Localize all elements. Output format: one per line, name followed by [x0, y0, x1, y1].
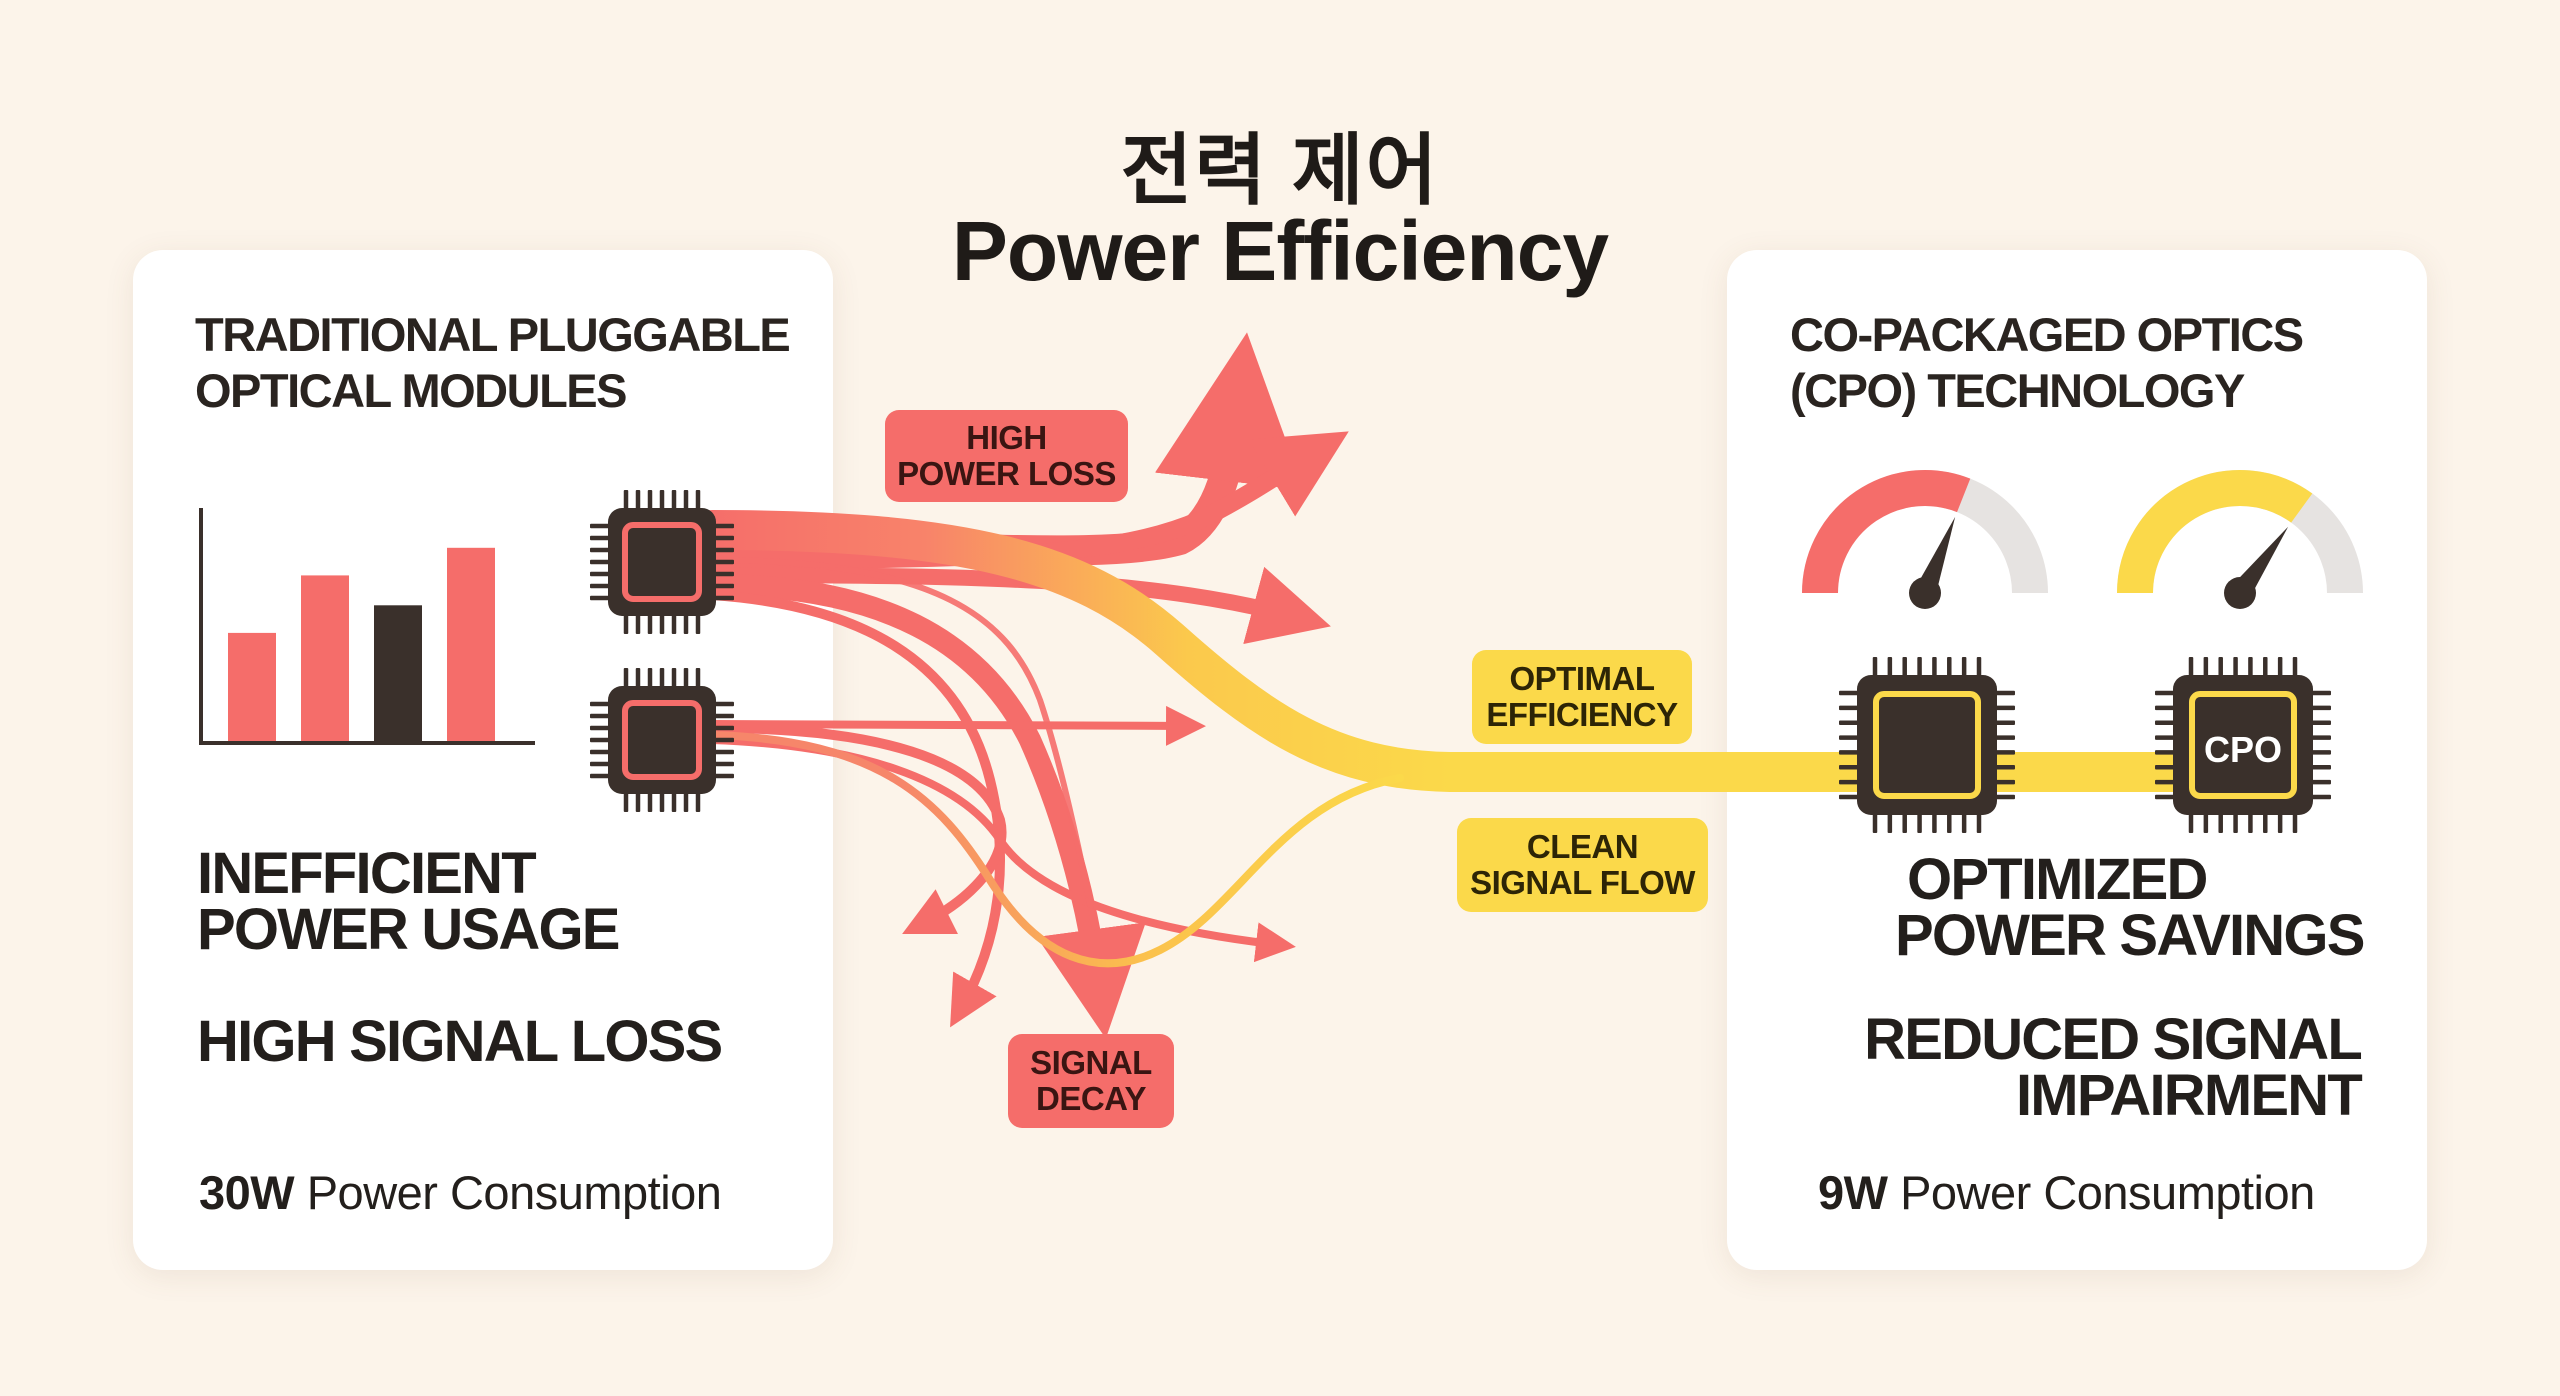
left-status-line2: POWER USAGE — [197, 897, 620, 962]
loss-stream-straight — [708, 705, 1206, 746]
high-power-loss-line2: POWER LOSS — [897, 455, 1116, 492]
right-power-value: 9W — [1818, 1166, 1888, 1219]
pluggable-chip-lower — [590, 668, 734, 812]
red-gauge — [1802, 470, 2048, 609]
left-power-label: Power Consumption — [306, 1166, 722, 1219]
chart-bar-1 — [228, 632, 276, 741]
traditional-modules-card — [133, 250, 833, 1270]
right-status-line2: POWER SAVINGS — [1895, 903, 2365, 968]
cpo-chip-label: CPO — [2204, 729, 2282, 770]
left-heading: TRADITIONAL PLUGGABLE OPTICAL MODULES — [195, 307, 791, 419]
clean-signal-stream — [708, 731, 1404, 968]
clean-line1: CLEAN — [1526, 828, 1639, 865]
loss-stream-decay — [701, 574, 1146, 1039]
right-heading: CO-PACKAGED OPTICS (CPO) TECHNOLOGY — [1790, 307, 2304, 419]
left-power-consumption: 30W Power Consumption — [199, 1165, 722, 1220]
right-power-label: Power Consumption — [1900, 1166, 2315, 1219]
clean-signal-flow-tag: CLEAN SIGNAL FLOW — [1457, 818, 1708, 912]
right-heading-line2: (CPO) TECHNOLOGY — [1790, 364, 2245, 417]
signal-decay-line2: DECAY — [1036, 1080, 1147, 1117]
efficient-main-stream — [692, 510, 2200, 792]
right-impairment: REDUCED SIGNAL IMPAIRMENT — [1864, 1007, 2363, 1128]
cpo-optics-chip — [2155, 657, 2331, 833]
high-power-loss-line1: HIGH — [966, 419, 1047, 456]
title-korean: 전력 제어 — [1120, 126, 1440, 214]
chart-bar-2 — [301, 575, 349, 741]
loss-stream-thin — [711, 557, 1098, 931]
loss-stream-down-left — [707, 590, 1005, 1028]
loss-stream-upper-right — [703, 431, 1349, 569]
cpo-processor-chip — [1839, 657, 2015, 833]
loss-stream-lower-left — [707, 723, 1007, 934]
optimal-line1: OPTIMAL — [1509, 660, 1655, 697]
left-status-line1: INEFFICIENT — [197, 841, 537, 906]
left-status: INEFFICIENT POWER USAGE — [197, 841, 620, 962]
title-english: Power Efficiency — [951, 204, 1609, 298]
signal-decay-line1: SIGNAL — [1030, 1044, 1152, 1081]
chart-bar-3 — [374, 605, 422, 741]
optimal-line2: EFFICIENCY — [1486, 696, 1678, 733]
optimal-efficiency-tag: OPTIMAL EFFICIENCY — [1472, 650, 1692, 744]
left-loss-text: HIGH SIGNAL LOSS — [197, 1009, 723, 1074]
right-power-consumption: 9W Power Consumption — [1818, 1165, 2315, 1220]
yellow-gauge — [2117, 470, 2363, 609]
left-heading-line2: OPTICAL MODULES — [195, 364, 627, 417]
right-heading-line1: CO-PACKAGED OPTICS — [1790, 308, 2304, 361]
right-impair-line1: REDUCED SIGNAL — [1864, 1007, 2363, 1072]
right-status-line1: OPTIMIZED — [1907, 847, 2208, 912]
right-impair-line2: IMPAIRMENT — [2015, 1063, 2363, 1128]
left-power-value: 30W — [199, 1166, 295, 1219]
pluggable-chip-upper — [590, 490, 734, 634]
chart-bar-4 — [447, 547, 495, 741]
high-power-loss-tag: HIGH POWER LOSS — [885, 410, 1128, 502]
left-heading-line1: TRADITIONAL PLUGGABLE — [195, 308, 791, 361]
power-usage-bar-chart — [199, 508, 535, 745]
signal-decay-tag: SIGNAL DECAY — [1008, 1034, 1174, 1128]
clean-line2: SIGNAL FLOW — [1470, 864, 1695, 901]
right-status: OPTIMIZED POWER SAVINGS — [1895, 847, 2365, 968]
